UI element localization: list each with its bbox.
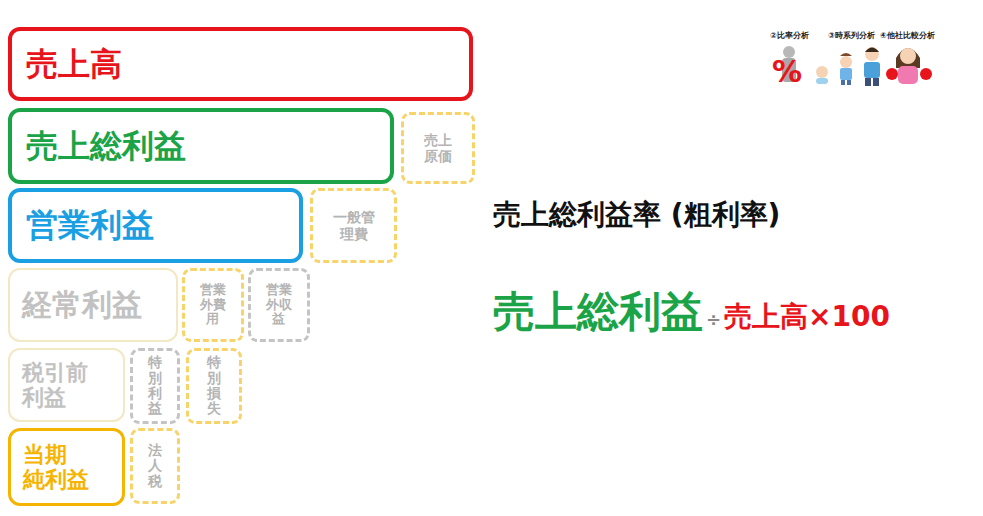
baby-figure (816, 66, 828, 84)
node-label: 特別損失 (207, 355, 221, 417)
ordinary-profit-box: 経常利益 (8, 268, 178, 342)
node-label: 一般管 理費 (330, 209, 376, 241)
formula-title: 売上総利益率 (粗利率) (493, 196, 780, 234)
formula-term: 売上総利益 (493, 284, 703, 340)
expense-box: 営業 外費 用 (182, 268, 244, 342)
percent-symbol: % (772, 54, 802, 89)
revenue-box: 売上高 (8, 27, 473, 101)
woman-figure (886, 48, 932, 84)
net-profit-box: 当期 純利益 (8, 428, 125, 506)
tax-box: 法人税 (130, 428, 180, 504)
child-figure (840, 53, 852, 85)
man-figure (864, 47, 880, 86)
node-label: 経常利益 (22, 288, 142, 323)
gross-profit-box: 売上総利益 (8, 108, 394, 184)
formula-operator: ÷ (706, 309, 721, 330)
income-box: 特別利益 (130, 348, 180, 424)
income-box: 営業 外収 益 (248, 268, 310, 342)
node-label: 営業利益 (26, 207, 154, 244)
node-label: 営業 外費 用 (198, 283, 228, 328)
node-label: 当期 純利益 (23, 442, 96, 493)
formula-term: 売上高×100 (724, 298, 890, 336)
node-label: 税引前 利益 (22, 360, 95, 411)
operating-profit-box: 営業利益 (8, 188, 303, 263)
node-label: 売上 原価 (422, 132, 454, 164)
cost-box: 売上 原価 (401, 112, 475, 184)
node-label: 法人税 (148, 443, 162, 489)
analysis-caption: ③時系列分析 (828, 30, 875, 41)
pretax-profit-box: 税引前 利益 (8, 348, 125, 422)
node-label: 営業 外収 益 (264, 283, 294, 328)
loss-box: 特別損失 (186, 348, 242, 424)
formula-row: 売上総利益÷売上高×100 (493, 284, 890, 340)
expense-box: 一般管 理費 (310, 188, 397, 263)
analysis-caption: ④他社比較分析 (880, 30, 935, 41)
node-label: 特別利益 (148, 355, 162, 417)
node-label: 売上総利益 (26, 128, 186, 165)
node-label: 売上高 (26, 46, 122, 83)
analysis-caption: ②比率分析 (770, 30, 809, 41)
